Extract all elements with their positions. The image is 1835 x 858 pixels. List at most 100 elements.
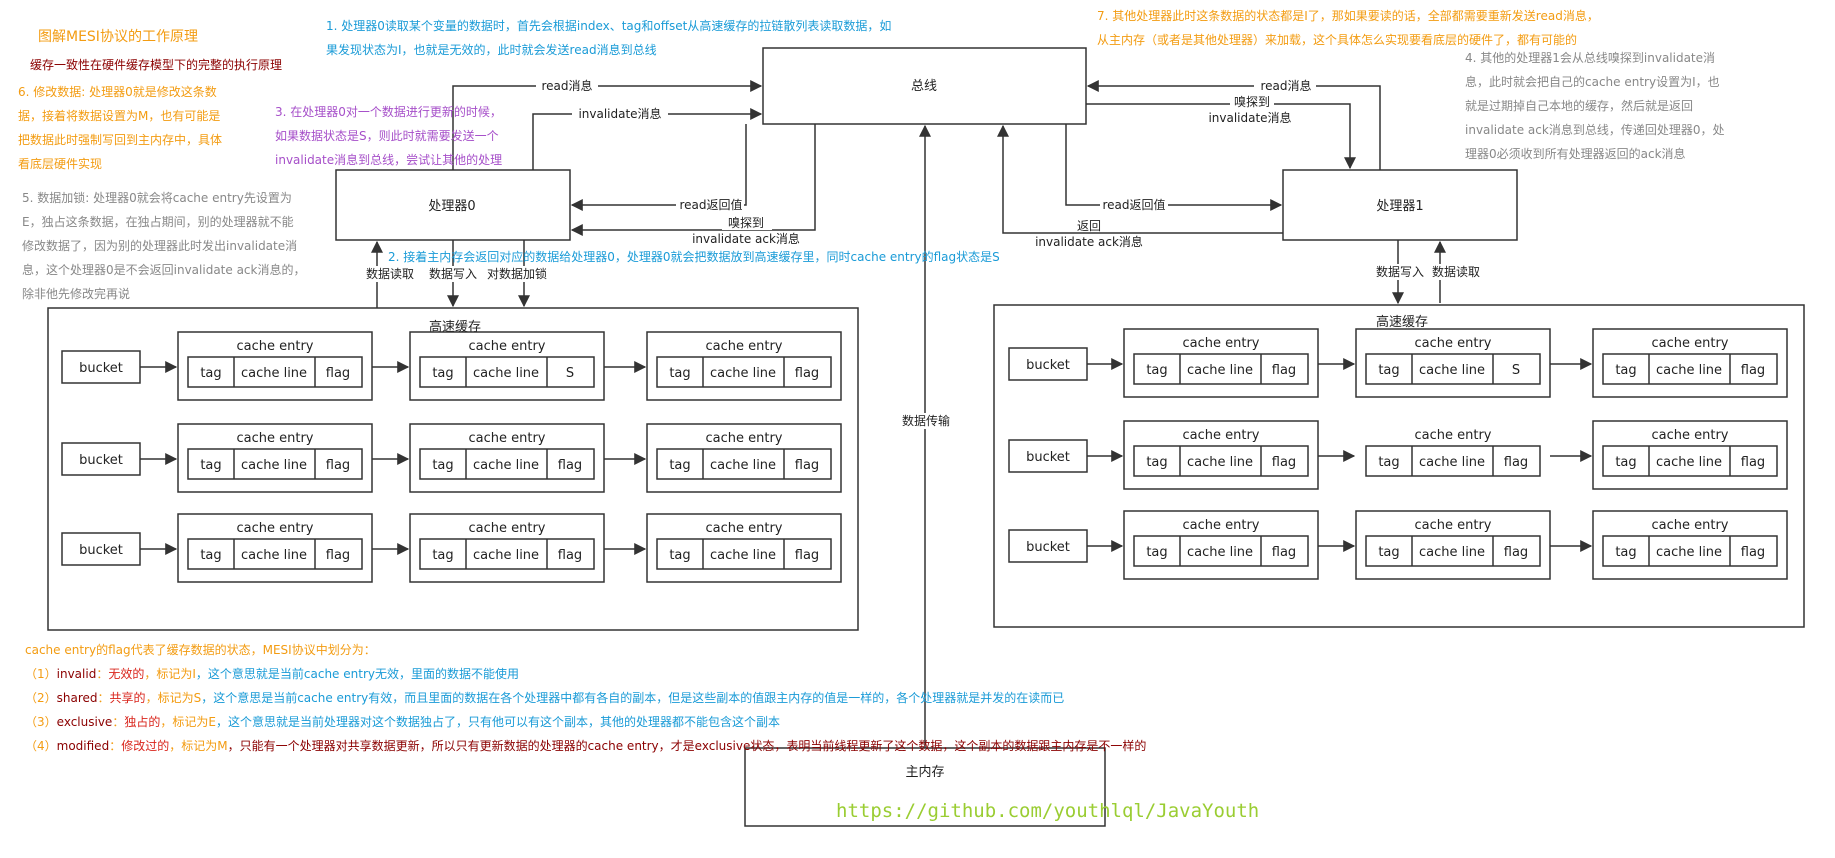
cache-entry-fields xyxy=(656,448,832,480)
field-cache-line: cache line xyxy=(473,366,539,381)
cache-entry-title: cache entry xyxy=(1414,518,1491,533)
field-flag: S xyxy=(1512,363,1520,378)
note-7: 7. 其他处理器此时这条数据的状态都是I了，那如果要读的话，全部都需要重新发送r… xyxy=(1097,4,1599,52)
legend-item-sep: ： xyxy=(97,691,110,705)
field-cache-line: cache line xyxy=(1187,545,1253,560)
legend-item-sep: ： xyxy=(112,715,125,729)
legend-item-desc: ，这个意思就是当前cache entry无效，里面的数据不能使用 xyxy=(195,667,519,681)
field-flag: flag xyxy=(795,548,819,563)
main-memory-label: 主内存 xyxy=(905,764,944,780)
edge-bus-p0-ack xyxy=(570,124,816,236)
legend-item-desc: ，只能有一个处理器对共享数据更新，所以只有更新数据的处理器的cache entr… xyxy=(227,739,1147,753)
legend-item-key: modified xyxy=(56,739,110,753)
note-3: 3. 在处理器0对一个数据进行更新的时候，如果数据状态是S，则此时就需要发送一个… xyxy=(275,100,502,172)
edge-p1-ack xyxy=(997,124,1283,234)
field-flag: flag xyxy=(1741,455,1765,470)
legend-item-label: 独占的 xyxy=(124,715,161,729)
cache-rows: bucket cache entry tag cache line flag cache … xyxy=(61,328,1788,583)
bucket-label: bucket xyxy=(79,543,123,558)
field-cache-line: cache line xyxy=(241,548,307,563)
note-line: 修改数据了，因为别的处理器此时发出invalidate消 xyxy=(22,239,298,253)
field-cache-line: cache line xyxy=(1187,363,1253,378)
legend-item-num: （1） xyxy=(25,667,57,681)
bucket-label: bucket xyxy=(79,361,123,376)
legend-items: （1）invalid：无效的，标记为I，这个意思就是当前cache entry无… xyxy=(25,662,1146,758)
legend-item-mark: ，标记为I xyxy=(144,667,196,681)
edge-label-p1-ack: invalidate ack消息 xyxy=(1035,234,1143,249)
field-flag: flag xyxy=(1504,455,1528,470)
bucket-box xyxy=(61,532,141,566)
cache-entry-fields xyxy=(1133,445,1309,477)
cache-entry-fields xyxy=(187,538,363,570)
cache-entry-fields xyxy=(1602,535,1778,567)
note-line: E，独占这条数据，在独占期间，别的处理器就不能 xyxy=(22,215,294,229)
field-flag: flag xyxy=(795,366,819,381)
note-line: 息，这个处理器0是不会返回invalidate ack消息的， xyxy=(22,263,306,277)
field-flag: flag xyxy=(1741,545,1765,560)
field-tag: tag xyxy=(1378,363,1399,378)
field-cache-line: cache line xyxy=(241,366,307,381)
legend-item-desc: ，这个意思就是当前处理器对这个数据独占了，只有他可以有这个副本，其他的处理器都不… xyxy=(215,715,780,729)
bucket-label: bucket xyxy=(1026,358,1070,373)
field-cache-line: cache line xyxy=(710,458,776,473)
cache-entry-title: cache entry xyxy=(1182,336,1259,351)
edge-label-p1-read: read消息 xyxy=(1260,78,1311,93)
field-tag: tag xyxy=(200,366,221,381)
note-line: 4. 其他的处理器1会从总线嗅探到invalidate消 xyxy=(1465,51,1716,65)
field-cache-line: cache line xyxy=(1419,363,1485,378)
cache-entry-fields xyxy=(1133,353,1309,385)
legend-item-label: 共享的 xyxy=(109,691,146,705)
field-tag: tag xyxy=(1615,455,1636,470)
cache0-title: 高速缓存 xyxy=(429,319,481,335)
legend-item-desc: ，这个意思是当前cache entry有效，而且里面的数据在各个处理器中都有各自… xyxy=(201,691,1065,705)
cache-entry-fields xyxy=(656,538,832,570)
field-cache-line: cache line xyxy=(1656,455,1722,470)
watermark: https://github.com/youthlql/JavaYouth xyxy=(836,800,1260,822)
legend-item: （1）invalid：无效的，标记为I，这个意思就是当前cache entry无… xyxy=(25,662,1146,686)
edge-label-p1-return: read返回值 xyxy=(1102,197,1165,212)
cache-entry-title: cache entry xyxy=(705,521,782,536)
note-1: 1. 处理器0读取某个变量的数据时，首先会根据index、tag和offset从… xyxy=(326,14,891,62)
legend-item-mark: ，标记为M xyxy=(169,739,228,753)
edge-label-data-transfer: 数据传输 xyxy=(902,413,950,428)
cache-entry-title: cache entry xyxy=(236,521,313,536)
cache-entry-title: cache entry xyxy=(1651,428,1728,443)
field-tag: tag xyxy=(432,548,453,563)
edge-label-p1-data-read: 数据读取 xyxy=(1432,264,1480,279)
legend-item-sep: ： xyxy=(96,667,109,681)
field-tag: tag xyxy=(200,548,221,563)
note-line: 除非他先修改完再说 xyxy=(22,287,131,301)
note-line: 把数据此时强制写回到主内存中，具体 xyxy=(18,133,223,147)
note-line: 理器0必须收到所有处理器返回的ack消息 xyxy=(1465,147,1686,161)
legend-item: （3）exclusive：独占的，标记为E，这个意思就是当前处理器对这个数据独占… xyxy=(25,710,1146,734)
field-flag: flag xyxy=(1504,545,1528,560)
field-cache-line: cache line xyxy=(1187,455,1253,470)
field-tag: tag xyxy=(1615,545,1636,560)
bucket-label: bucket xyxy=(1026,450,1070,465)
edge-label-p1-sniff-invalidate: invalidate消息 xyxy=(1208,110,1291,125)
field-tag: tag xyxy=(1146,455,1167,470)
connections xyxy=(371,80,1446,748)
note-line: 6. 修改数据: 处理器0就是修改这条数 xyxy=(18,85,217,99)
field-tag: tag xyxy=(1146,363,1167,378)
legend-item-num: （4） xyxy=(25,739,57,753)
legend-item-mark: ，标记为E xyxy=(160,715,216,729)
field-cache-line: cache line xyxy=(1419,545,1485,560)
note-2: 2. 接着主内存会返回对应的数据给处理器0，处理器0就会把数据放到高速缓存里，同… xyxy=(388,250,1000,264)
bucket-box xyxy=(1008,347,1088,381)
legend-item-mark: ，标记为S xyxy=(145,691,202,705)
field-tag: tag xyxy=(1146,545,1167,560)
note-line: 5. 数据加锁: 处理器0就会将cache entry先设置为 xyxy=(22,191,292,205)
field-flag: flag xyxy=(1272,363,1296,378)
field-flag: flag xyxy=(1272,545,1296,560)
note-line: 3. 在处理器0对一个数据进行更新的时候， xyxy=(275,105,502,119)
cache-entry-fields xyxy=(1365,353,1541,385)
legend-item-sep: ： xyxy=(109,739,122,753)
cache-entry-fields xyxy=(1602,353,1778,385)
bucket-box xyxy=(61,442,141,476)
legend-item-label: 无效的 xyxy=(108,667,145,681)
field-cache-line: cache line xyxy=(710,548,776,563)
field-flag: flag xyxy=(326,458,350,473)
legend-item-label: 修改过的 xyxy=(121,739,170,753)
